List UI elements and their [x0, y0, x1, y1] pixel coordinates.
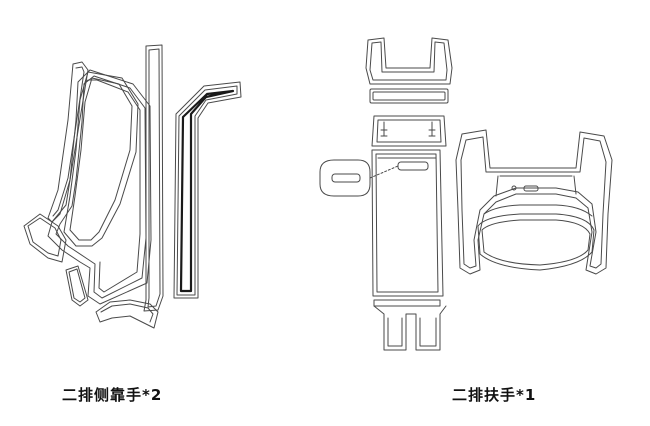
thin-bar-piece: [370, 89, 448, 103]
door-panel-piece: [48, 70, 151, 304]
armrest-caption: 二排扶手*1: [452, 386, 537, 404]
window-frame-piece: [64, 72, 138, 246]
main-armrest-panel: [372, 150, 443, 306]
corner-block-piece: [24, 214, 66, 262]
armrest-template-group: [320, 38, 612, 350]
side-armrest-template-group: [24, 45, 241, 328]
side-strip-piece: [144, 45, 163, 311]
top-cap-piece: [366, 38, 452, 84]
side-armrest-caption: 二排侧靠手*2: [62, 386, 163, 404]
j-trim-piece: [174, 82, 241, 298]
button-blank-piece: [320, 160, 398, 196]
sliver-piece: [48, 62, 88, 222]
bottom-tab-piece: [66, 266, 88, 306]
bottom-extension-piece: [374, 306, 446, 350]
hook-strip-piece: [372, 116, 446, 146]
wrap-piece: [456, 130, 612, 274]
crescent-piece: [96, 300, 158, 328]
